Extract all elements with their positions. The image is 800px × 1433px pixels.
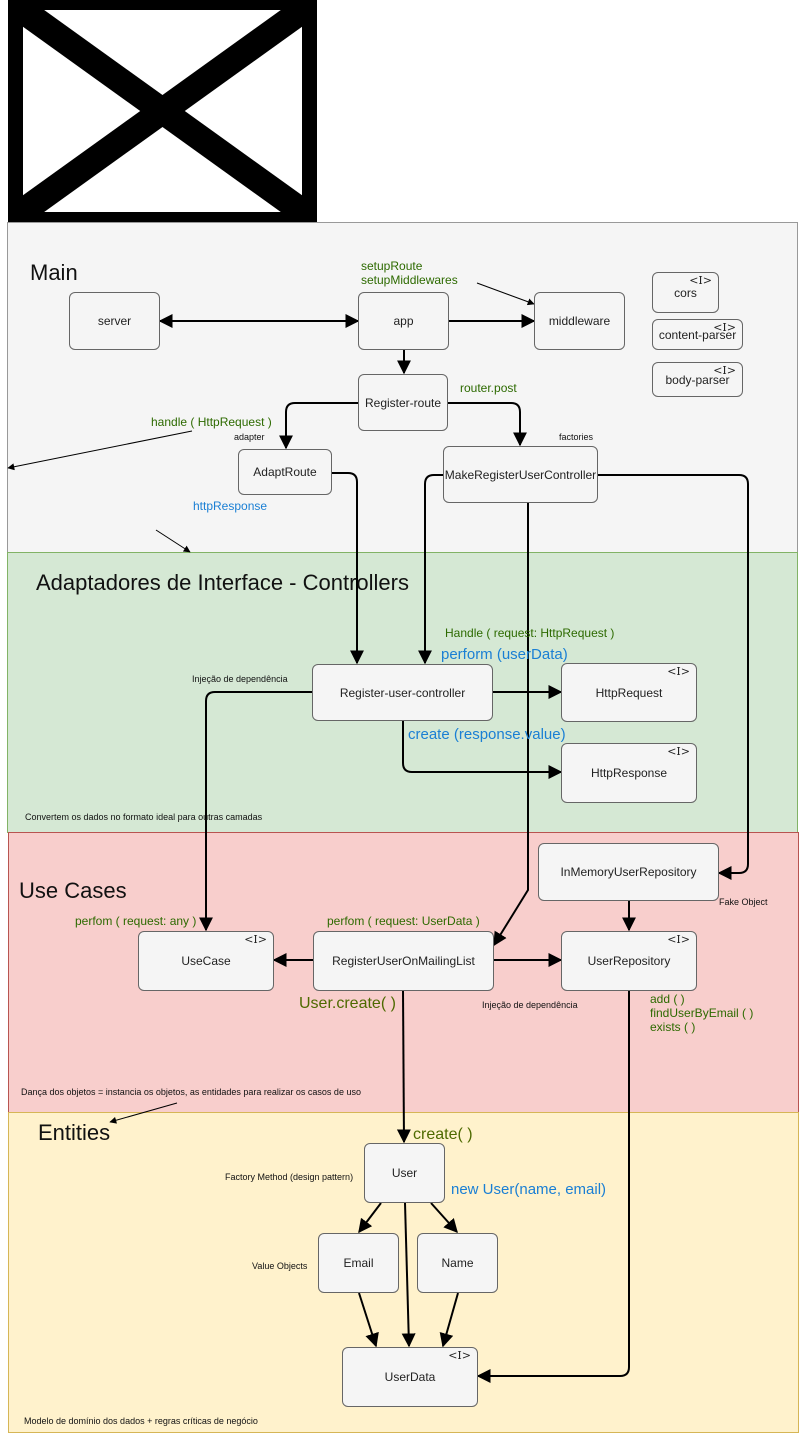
register-on-mailing-node[interactable]: RegisterUserOnMailingList xyxy=(313,931,494,991)
interface-marker: <I> xyxy=(667,745,690,758)
adapter-label: adapter xyxy=(234,432,265,442)
factory-method-label: Factory Method (design pattern) xyxy=(225,1172,354,1182)
server-label: server xyxy=(97,314,132,328)
app-node[interactable]: app xyxy=(358,292,449,350)
user-label: User xyxy=(391,1166,418,1180)
arrow-route-make xyxy=(448,402,527,447)
injecao-dependencia-1: Injeção de dependência xyxy=(192,674,288,684)
arrow-make-mailing xyxy=(493,503,529,947)
perform-user-data-label: perform (userData) xyxy=(441,646,568,663)
fake-object-label: Fake Object xyxy=(719,897,768,907)
register-route-label: Register-route xyxy=(364,395,442,410)
name-label: Name xyxy=(441,1256,474,1270)
in-memory-repo-node[interactable]: InMemoryUserRepository xyxy=(538,843,719,901)
router-post-label: router.post xyxy=(460,381,517,395)
arrow-name-userdata xyxy=(439,1292,459,1348)
add-method-label: add ( ) xyxy=(650,992,685,1006)
new-user-label: new User(name, email) xyxy=(451,1181,607,1198)
arrow-handle-left xyxy=(7,430,193,471)
register-user-controller-node[interactable]: Register-user-controller xyxy=(312,664,493,721)
body-parser-label: body-parser xyxy=(665,372,730,387)
danca-objetos-label: Dança dos objetos = instancia os objetos… xyxy=(21,1087,361,1097)
cors-label: cors xyxy=(674,285,697,300)
make-controller-label: MakeRegisterUserController xyxy=(444,467,597,482)
adapt-route-node[interactable]: AdaptRoute xyxy=(238,449,332,495)
http-response-node[interactable]: <I> HttpResponse xyxy=(561,743,697,803)
perfom-any-label: perfom ( request: any ) xyxy=(75,914,197,928)
create-label: create( ) xyxy=(413,1126,473,1143)
broken-image-icon xyxy=(8,0,317,222)
arrow-route-adapt xyxy=(279,402,358,450)
factories-label: factories xyxy=(559,432,594,442)
convertem-label: Convertem os dados no formato ideal para… xyxy=(25,812,263,822)
handle-request-label: Handle ( request: HttpRequest ) xyxy=(445,626,615,640)
user-data-label: UserData xyxy=(384,1370,436,1384)
http-response-label: HttpResponse xyxy=(590,766,668,780)
setup-middlewares-label: setupMiddlewares xyxy=(361,273,458,287)
arrow-controller-response xyxy=(402,721,563,779)
http-response-annotation: httpResponse xyxy=(193,499,268,513)
name-node[interactable]: Name xyxy=(417,1233,498,1293)
interface-marker: <I> xyxy=(244,933,267,946)
arrow-controller-usecase xyxy=(199,691,313,932)
cors-node[interactable]: <I>cors xyxy=(652,272,719,313)
in-memory-repo-label: InMemoryUserRepository xyxy=(560,865,697,879)
controllers-layer-title: Adaptadores de Interface - Controllers xyxy=(36,570,409,595)
user-node[interactable]: User xyxy=(364,1143,445,1203)
register-route-node[interactable]: Register-route xyxy=(358,374,448,431)
use-case-label: UseCase xyxy=(181,954,231,968)
setup-route-label: setupRoute xyxy=(361,259,423,273)
arrow-mailing-user xyxy=(396,989,411,1144)
arrow-user-name xyxy=(430,1202,458,1234)
use-case-node[interactable]: <I> UseCase xyxy=(138,931,274,991)
interface-marker: <I> xyxy=(713,321,736,334)
interface-marker: <I> xyxy=(667,665,690,678)
interface-marker: <I> xyxy=(713,364,736,377)
http-request-node[interactable]: <I> HttpRequest xyxy=(561,663,697,722)
main-layer-title: Main xyxy=(30,260,78,285)
content-parser-node[interactable]: <I>content-parser xyxy=(652,319,743,350)
user-repository-label: UserRepository xyxy=(587,954,671,968)
interface-marker: <I> xyxy=(667,933,690,946)
use-cases-layer-title: Use Cases xyxy=(19,878,127,903)
entities-layer-title: Entities xyxy=(38,1120,111,1145)
arrow-email-userdata xyxy=(358,1292,379,1348)
email-label: Email xyxy=(343,1256,374,1270)
user-repository-node[interactable]: <I> UserRepository xyxy=(561,931,697,991)
interface-marker: <I> xyxy=(448,1349,471,1362)
email-node[interactable]: Email xyxy=(318,1233,399,1293)
arrow-make-inmemory xyxy=(598,474,749,880)
arrow-httpresponse-down xyxy=(155,529,191,553)
interface-marker: <I> xyxy=(689,274,712,287)
exists-method-label: exists ( ) xyxy=(650,1020,696,1034)
register-user-controller-label: Register-user-controller xyxy=(339,685,466,700)
arrow-user-userdata xyxy=(401,1202,416,1348)
find-user-method-label: findUserByEmail ( ) xyxy=(650,1006,754,1020)
app-label: app xyxy=(393,314,414,328)
middleware-label: middleware xyxy=(548,314,611,328)
value-objects-label: Value Objects xyxy=(252,1261,308,1271)
arrow-user-email xyxy=(358,1202,382,1234)
middleware-node[interactable]: middleware xyxy=(534,292,625,350)
perfom-user-data-label: perfom ( request: UserData ) xyxy=(327,914,480,928)
body-parser-node[interactable]: <I>body-parser xyxy=(652,362,743,397)
handle-http-request-label: handle ( HttpRequest ) xyxy=(151,415,272,429)
arrow-repo-userdata xyxy=(476,990,630,1383)
modelo-dominio-label: Modelo de domínio dos dados + regras crí… xyxy=(24,1416,258,1426)
adapt-route-label: AdaptRoute xyxy=(253,465,317,479)
server-node[interactable]: server xyxy=(69,292,160,350)
register-on-mailing-label: RegisterUserOnMailingList xyxy=(332,954,475,968)
make-controller-node[interactable]: MakeRegisterUserController xyxy=(443,446,598,503)
arrow-make-controller xyxy=(418,474,443,665)
user-data-node[interactable]: <I> UserData xyxy=(342,1347,478,1407)
content-parser-label: content-parser xyxy=(658,327,737,342)
http-request-label: HttpRequest xyxy=(595,685,663,700)
arrow-setup-middleware xyxy=(476,282,535,306)
user-create-label: User.create( ) xyxy=(299,995,396,1012)
injecao-dependencia-2: Injeção de dependência xyxy=(482,1000,578,1010)
create-response-label: create (response.value) xyxy=(408,726,566,743)
arrow-danca xyxy=(109,1102,178,1124)
arrow-adapt-controller xyxy=(332,472,364,665)
